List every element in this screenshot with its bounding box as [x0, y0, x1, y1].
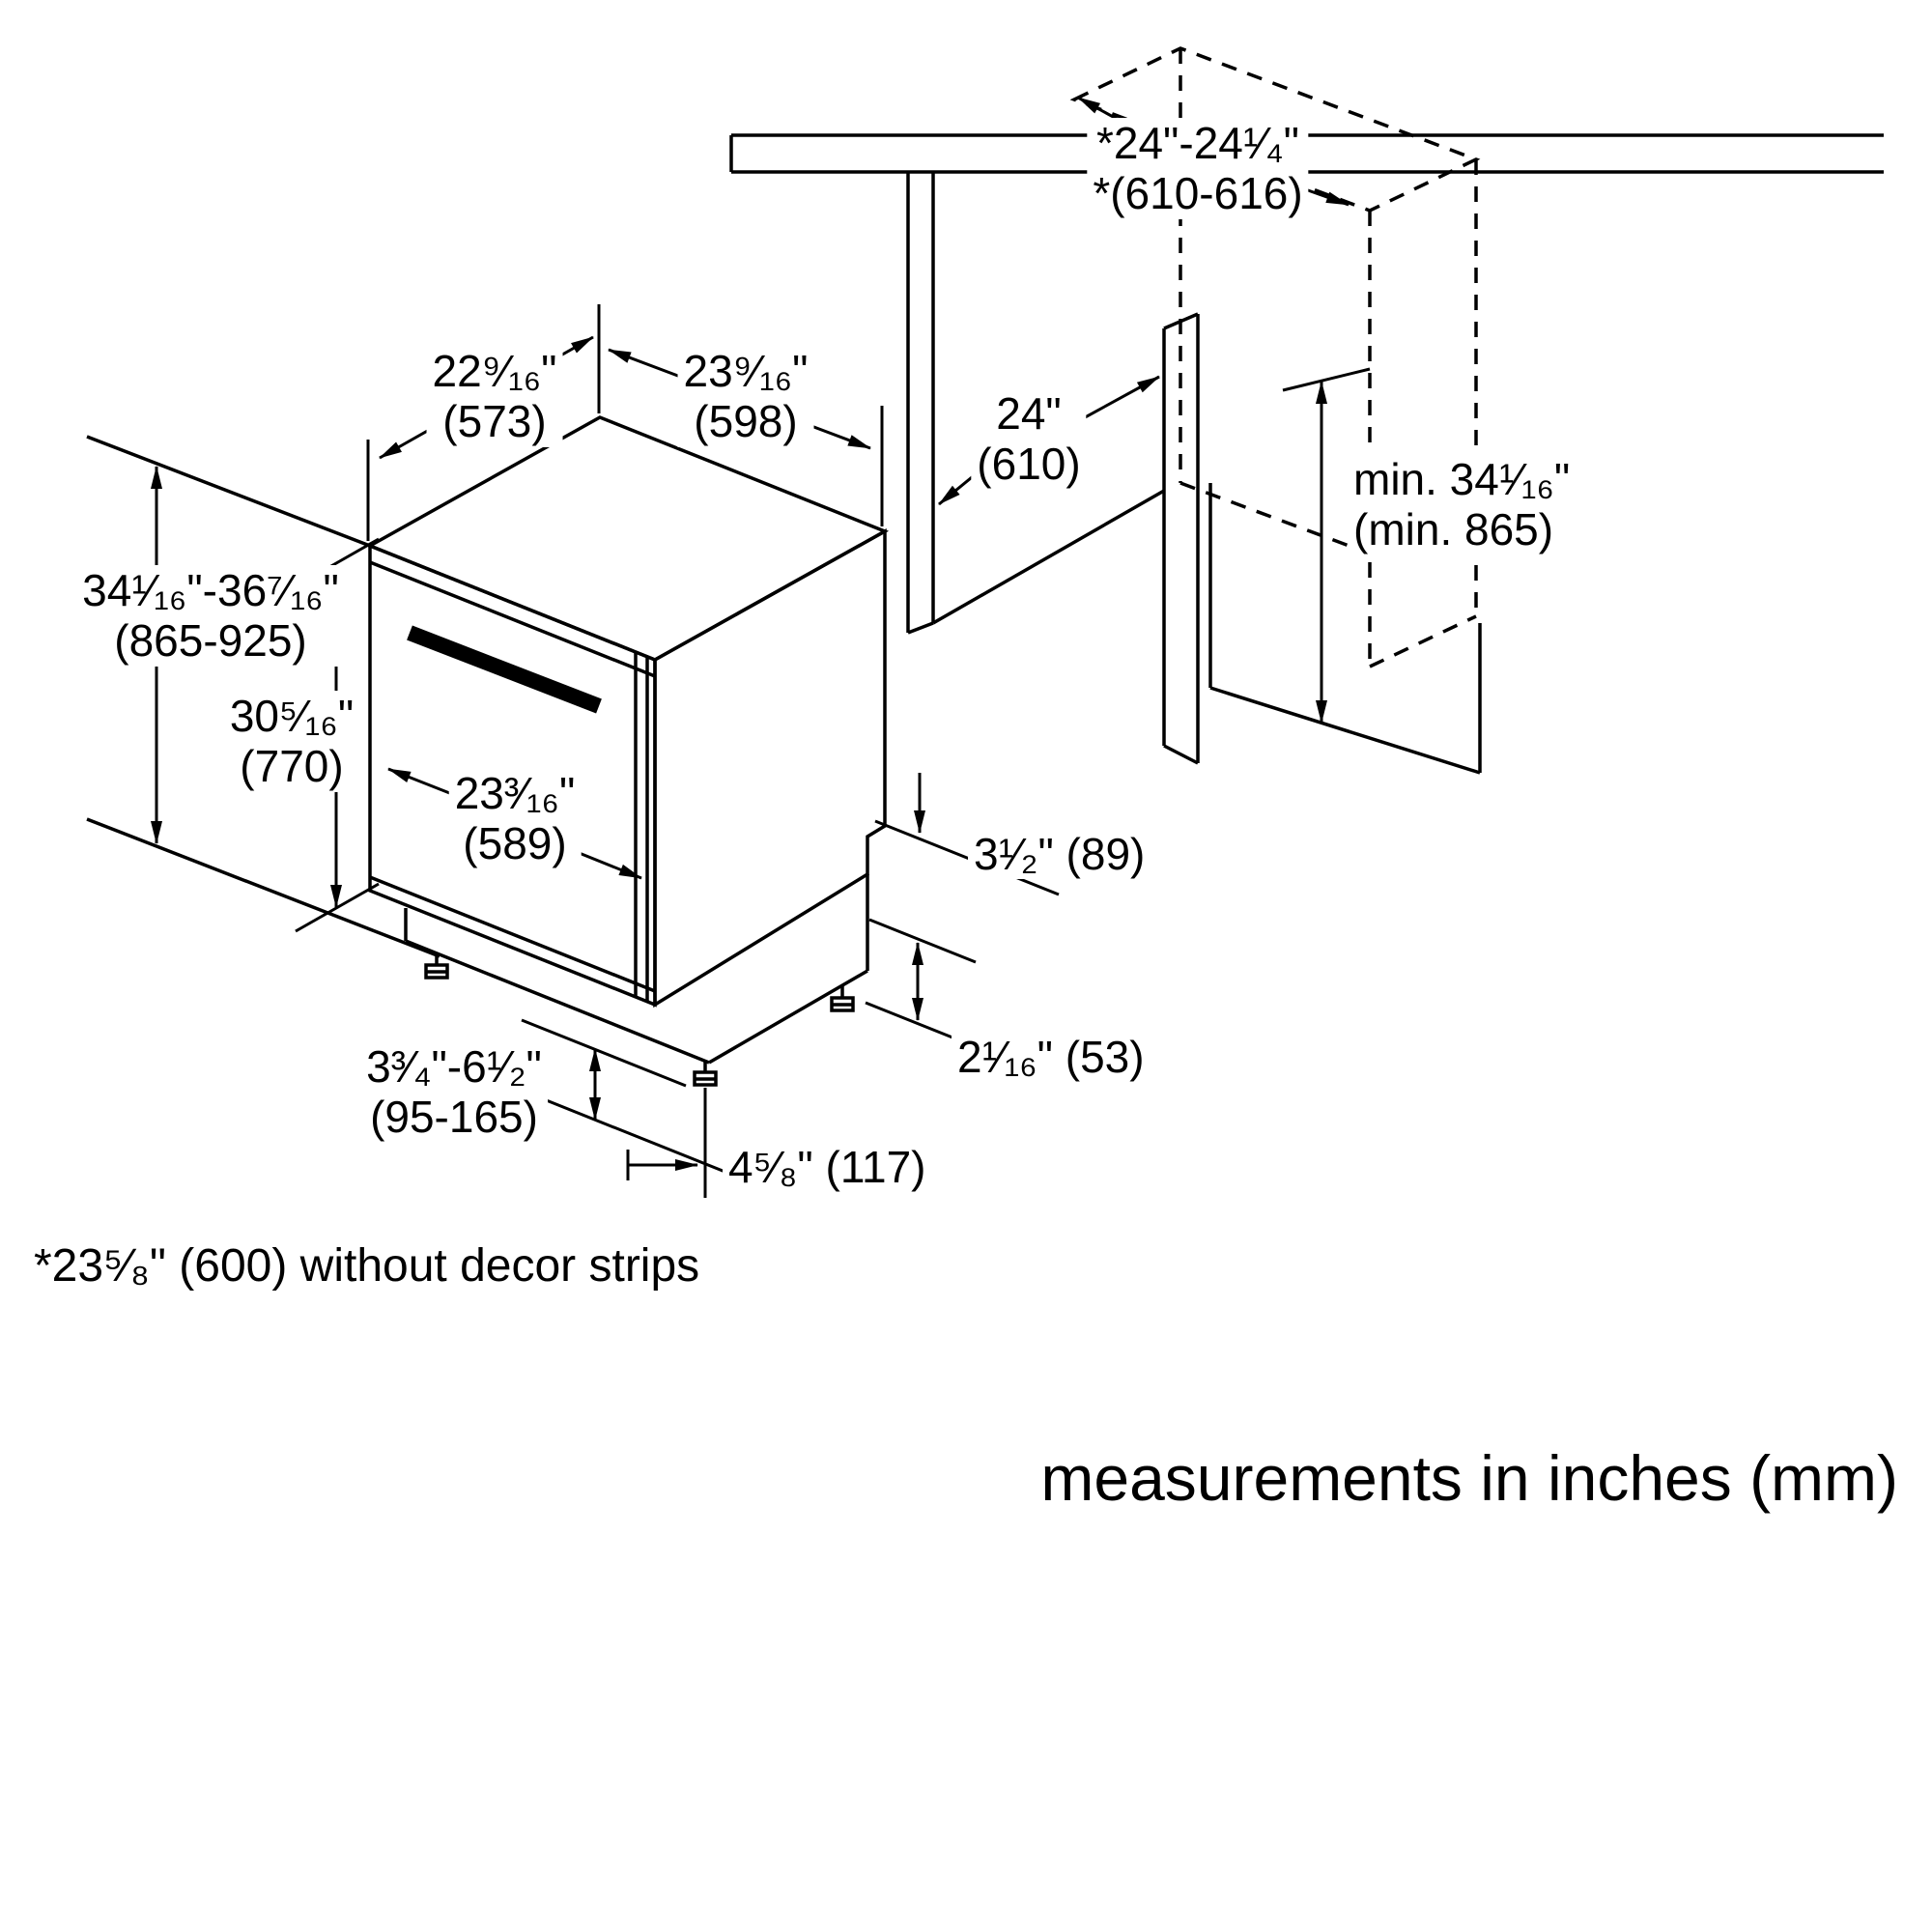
base-toe-kick	[404, 874, 869, 1065]
leveling-foot	[693, 1061, 718, 1087]
counter-lines	[86, 435, 440, 958]
dim-leg-range: 3³⁄₄"-6¹⁄₂" (95-165)	[360, 1041, 548, 1143]
units-caption: measurements in inches (mm)	[1040, 1442, 1898, 1514]
dim-top-depth: 22⁹⁄₁₆" (573)	[426, 346, 563, 447]
leveling-feet	[424, 953, 855, 1087]
door-handle	[407, 625, 602, 714]
dim-top-width: 23⁹⁄₁₆" (598)	[677, 346, 814, 447]
dim-overall-height: 34¹⁄₁₆"-36⁷⁄₁₆" (865-925)	[76, 565, 345, 667]
dishwasher-right-face	[653, 528, 887, 1009]
arrow-door-width-right	[571, 848, 642, 880]
dim-foot-inset: 4⁵⁄₈" (117)	[723, 1142, 932, 1193]
dim-opening-depth: 24" (610)	[971, 388, 1087, 490]
cabinet-opening	[729, 133, 1884, 775]
arrow-door-width-left	[387, 767, 453, 796]
leveling-foot	[424, 953, 449, 980]
dim-door-height: 30⁵⁄₁₆" (770)	[223, 691, 360, 792]
decor-strip-footnote: *23⁵⁄₈" (600) without decor strips	[34, 1240, 700, 1292]
dishwasher-unit	[365, 415, 890, 1087]
dim-rear-step-height: 3¹⁄₂" (89)	[968, 829, 1151, 880]
dishwasher-top-face	[365, 415, 890, 662]
dim-cabinet-width: *24"-24¹⁄₄" *(610-616)	[1087, 118, 1309, 219]
dim-rear-step-depth: 2¹⁄₁₆" (53)	[952, 1032, 1151, 1083]
leveling-foot	[830, 986, 855, 1012]
dim-niche-min-height: min. 34¹⁄₁₆" (min. 865)	[1348, 454, 1577, 555]
dim-door-width: 23³⁄₁₆" (589)	[448, 768, 582, 869]
